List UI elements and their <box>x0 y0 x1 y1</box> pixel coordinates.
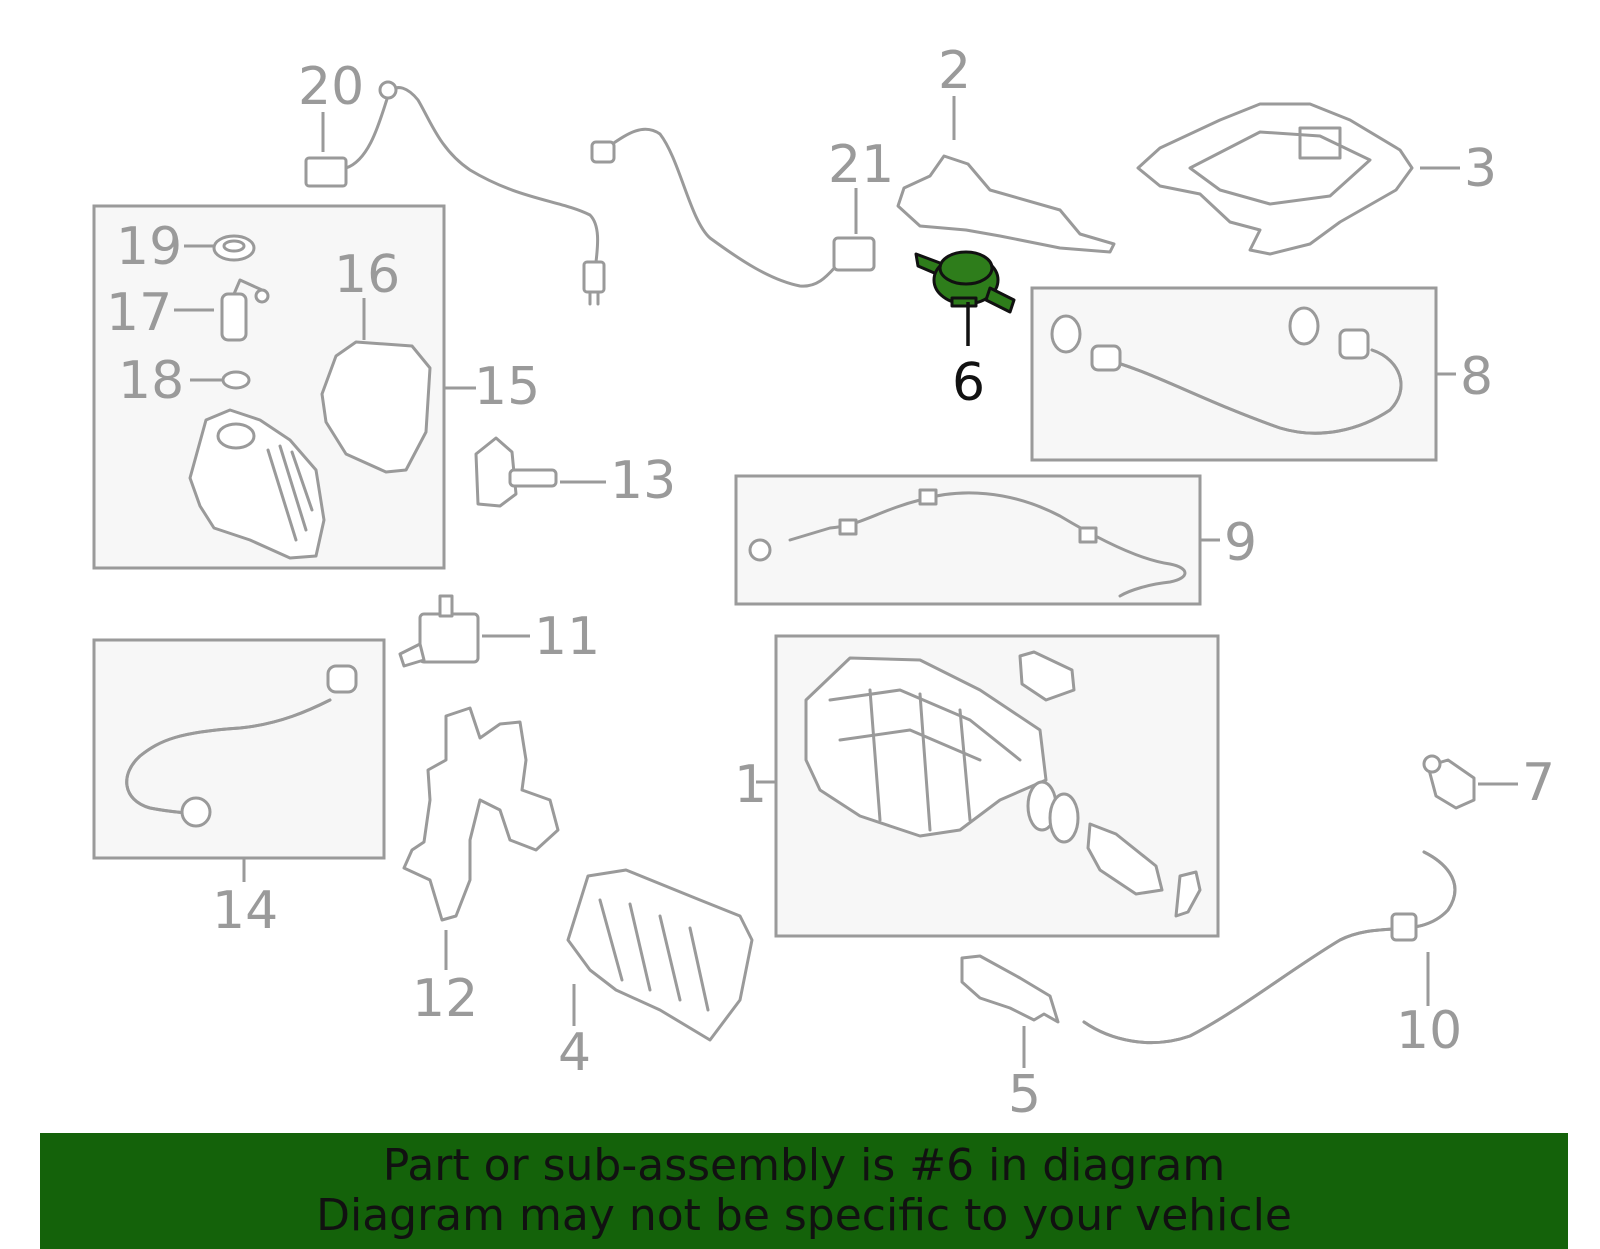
callout-10: 10 <box>1396 1001 1462 1061</box>
callout-4: 4 <box>558 1023 591 1083</box>
info-banner: Part or sub-assembly is #6 in diagram Di… <box>40 1133 1568 1249</box>
callout-5: 5 <box>1008 1065 1041 1125</box>
part-18-o-ring <box>221 370 251 390</box>
part-12-bracket <box>402 706 560 922</box>
part-17-valve <box>220 278 270 342</box>
part-21-sensor-wire <box>590 127 876 288</box>
callout-17: 17 <box>106 283 172 343</box>
callout-3: 3 <box>1464 139 1497 199</box>
part-2-bracket <box>896 154 1116 254</box>
callout-11: 11 <box>534 607 600 667</box>
part-10-hose <box>1082 850 1457 1045</box>
part-11-solenoid <box>398 594 480 668</box>
part-19-seal <box>212 234 256 262</box>
banner-line-disclaimer: Diagram may not be specific to your vehi… <box>316 1190 1292 1241</box>
callout-20: 20 <box>298 57 364 117</box>
part-4-shield <box>566 868 754 1042</box>
callout-1: 1 <box>734 755 767 815</box>
part-5-bracket <box>960 954 1060 1024</box>
callout-21: 21 <box>828 135 894 195</box>
part-15-filter-box <box>188 340 432 560</box>
group-box-9 <box>734 474 1202 606</box>
part-9-tube <box>748 488 1187 598</box>
group-box-8 <box>1030 286 1438 462</box>
part-14-hose <box>125 664 358 828</box>
callout-19: 19 <box>116 217 182 277</box>
part-8-hoses <box>1050 306 1403 435</box>
callout-12: 12 <box>412 969 478 1029</box>
banner-line-part: Part or sub-assembly is #6 in diagram <box>382 1140 1226 1191</box>
callout-18: 18 <box>118 351 184 411</box>
part-20-sensor-wire <box>304 80 606 306</box>
callout-9: 9 <box>1224 513 1257 573</box>
callout-numbers: 1 2 3 4 5 6 7 8 9 10 11 12 13 14 15 16 1… <box>106 41 1555 1125</box>
callout-7: 7 <box>1522 753 1555 813</box>
part-3-frame <box>1136 102 1414 256</box>
callout-8: 8 <box>1460 347 1493 407</box>
parts-diagram: 1 2 3 4 5 6 7 8 9 10 11 12 13 14 15 16 1… <box>92 41 1555 1125</box>
callout-13: 13 <box>610 451 676 511</box>
callout-15: 15 <box>474 357 540 417</box>
part-7-connector <box>1422 754 1476 810</box>
callout-2: 2 <box>938 41 971 101</box>
callout-6: 6 <box>952 353 985 413</box>
leader-lines <box>174 96 1518 1068</box>
part-13-sensor <box>474 436 558 508</box>
part-1-canister <box>804 650 1202 918</box>
callout-16: 16 <box>334 245 400 305</box>
part-6-valve-highlighted <box>914 250 1016 314</box>
callout-14: 14 <box>212 881 278 941</box>
